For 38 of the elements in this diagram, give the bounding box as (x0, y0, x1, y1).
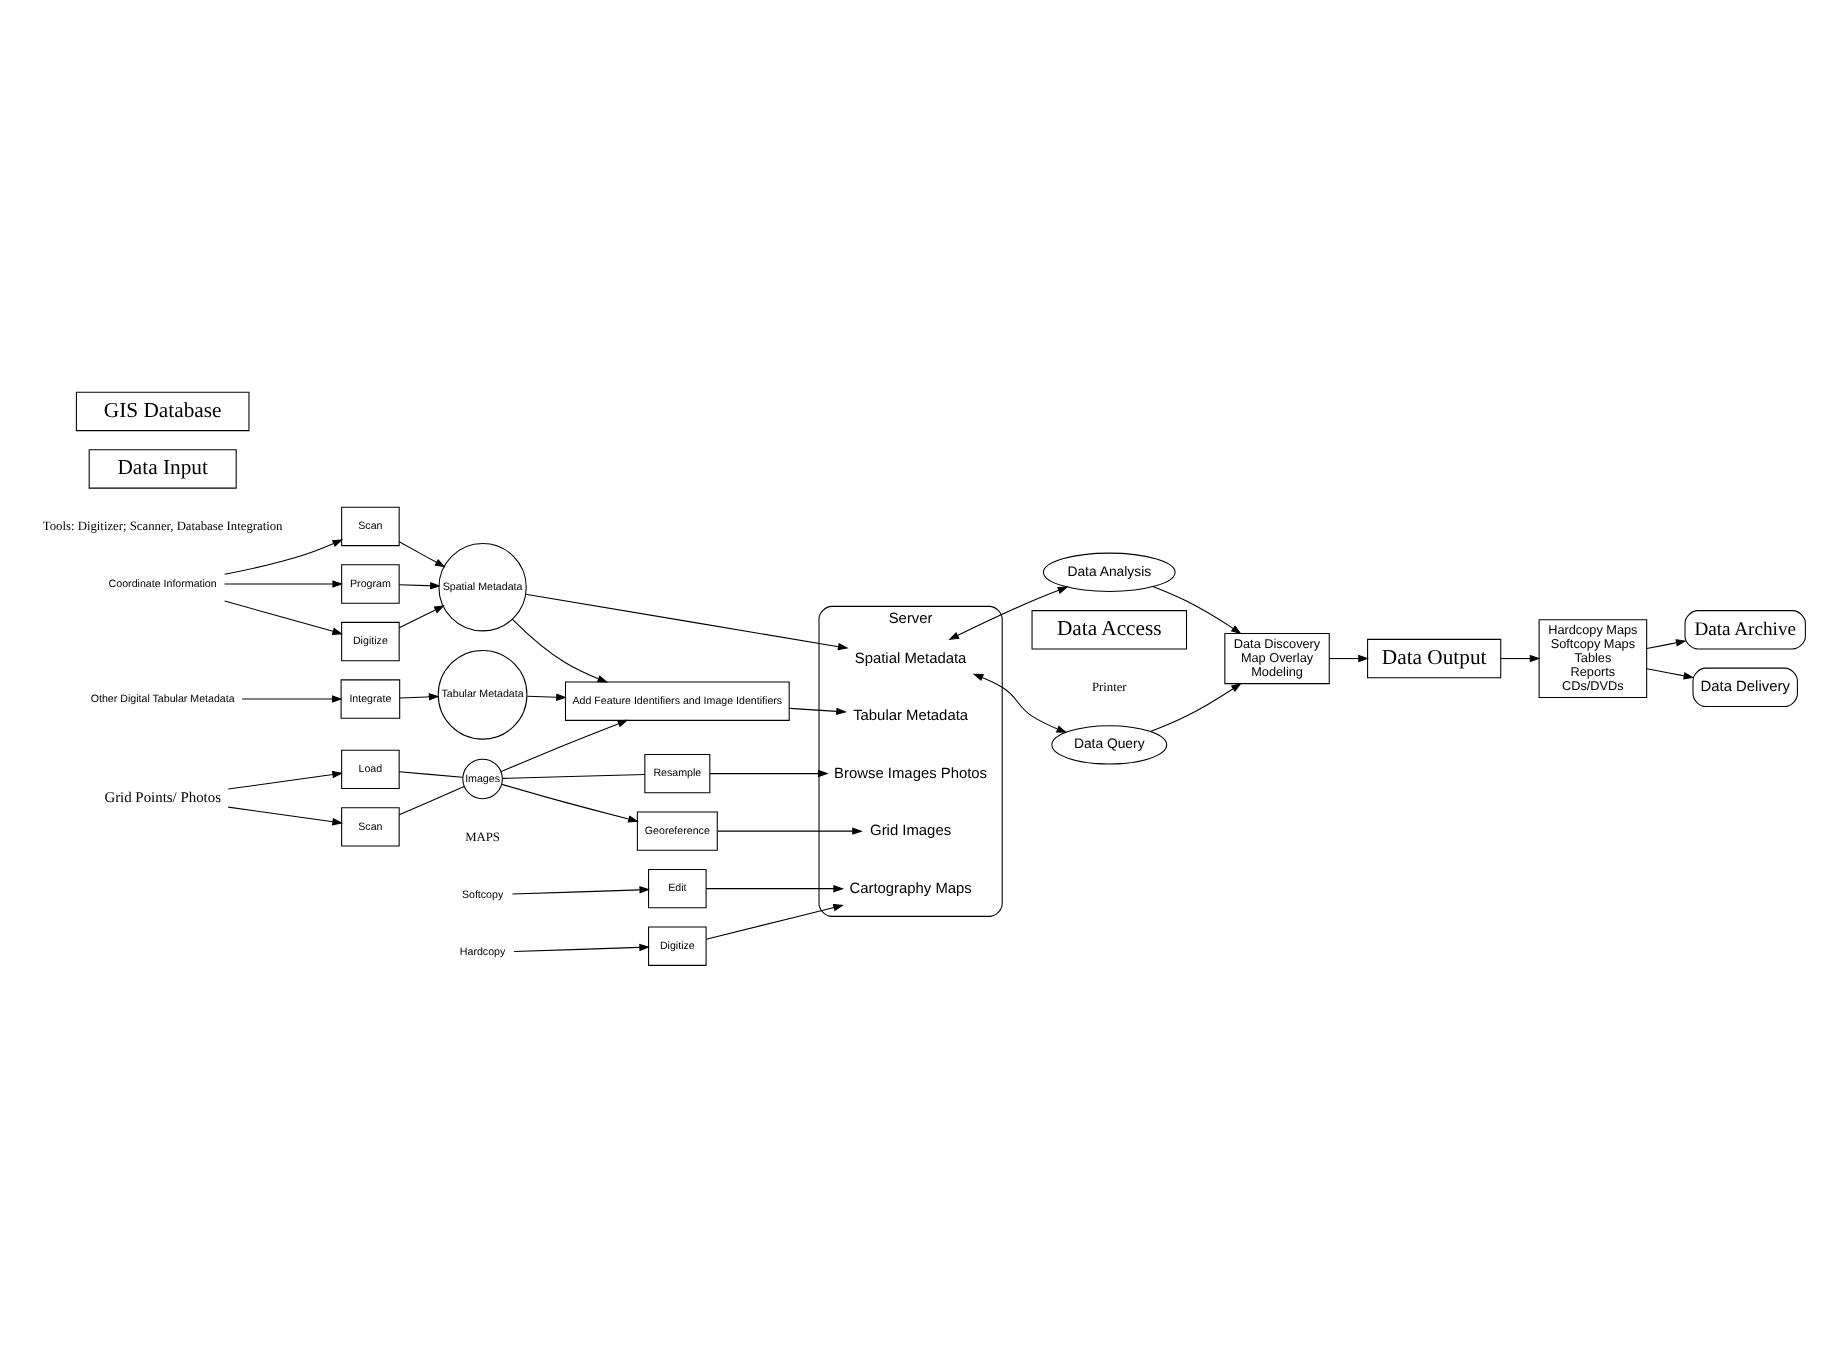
arrow (511, 885, 651, 894)
connector (398, 770, 463, 777)
connector (502, 772, 646, 778)
connector (398, 785, 465, 815)
arrow (501, 782, 639, 822)
arrow (399, 692, 440, 700)
arrow (1500, 653, 1541, 662)
arrow (788, 706, 847, 715)
arrow (1150, 681, 1242, 731)
arrow (224, 579, 344, 587)
arrow (241, 694, 343, 702)
node-box: GIS Database (75, 390, 250, 431)
arrow (227, 769, 343, 789)
arrow (525, 592, 849, 650)
arrow (224, 538, 344, 574)
arrow (709, 768, 829, 777)
arrow (224, 599, 344, 634)
arrow (705, 883, 845, 892)
node-box: Data Archive (1684, 609, 1806, 649)
arrow (717, 826, 863, 834)
node-text: Grid Points/ Photos (104, 787, 221, 806)
arrow (1646, 638, 1687, 648)
arrow (1328, 653, 1369, 662)
arrow (948, 585, 1069, 640)
arrow (526, 692, 567, 700)
arrow (1646, 667, 1695, 679)
node-box: Data Output (1367, 637, 1502, 678)
node-box: Data Input (88, 448, 237, 488)
arrow (511, 617, 609, 682)
arrow (972, 672, 1068, 732)
arrow (513, 942, 650, 952)
arrow (705, 902, 844, 939)
node-box: Data Access (1031, 609, 1188, 649)
arrow (398, 540, 446, 567)
arrow (398, 580, 441, 589)
arrow (500, 718, 629, 772)
arrow (227, 805, 343, 825)
arrow (398, 604, 445, 628)
